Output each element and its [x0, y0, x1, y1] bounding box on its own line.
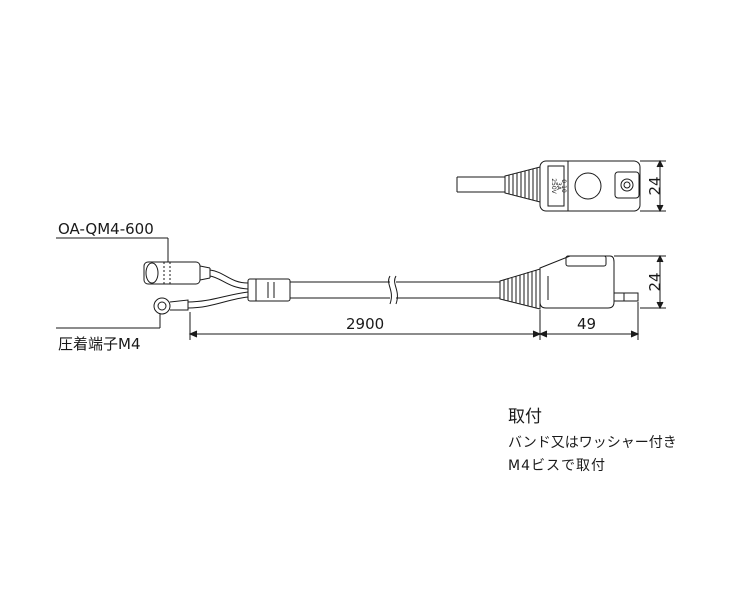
- main-cable: [290, 275, 500, 305]
- part-number-label: OA-QM4-600: [58, 220, 154, 238]
- top-view-height-value: 24: [646, 176, 664, 195]
- terminal-label: 圧着端子M4: [58, 335, 141, 353]
- top-view-body: [539, 160, 641, 212]
- cable-length-value: 2900: [346, 315, 384, 333]
- marking-current: 3A: [555, 182, 562, 191]
- side-view-body: [539, 255, 639, 309]
- lead-wires: [187, 269, 249, 309]
- top-view: [456, 159, 666, 213]
- top-view-height-dimension: [640, 159, 666, 213]
- marking-voltage: 250V: [550, 178, 557, 194]
- side-view-height-dimension: [614, 254, 666, 310]
- side-view-height-value: 24: [646, 272, 664, 291]
- side-view-strain-relief: [499, 268, 541, 310]
- top-view-strain-relief: [504, 166, 541, 203]
- mounting-note-line-1: バンド又はワッシャー付き: [508, 435, 677, 451]
- inline-connector: [247, 278, 291, 302]
- mounting-note-title: 取付: [508, 407, 542, 427]
- ring-terminal: [153, 297, 189, 315]
- body-length-value: 49: [577, 315, 596, 333]
- label-leaders: [56, 237, 169, 329]
- mounting-note-line-2: M4ビスで取付: [508, 458, 606, 474]
- body-length-dimension: [538, 330, 640, 338]
- terminal-sleeve: [143, 261, 211, 285]
- marking-range: 0-10: [560, 179, 567, 193]
- side-view: [56, 237, 666, 340]
- top-view-cable: [456, 176, 505, 193]
